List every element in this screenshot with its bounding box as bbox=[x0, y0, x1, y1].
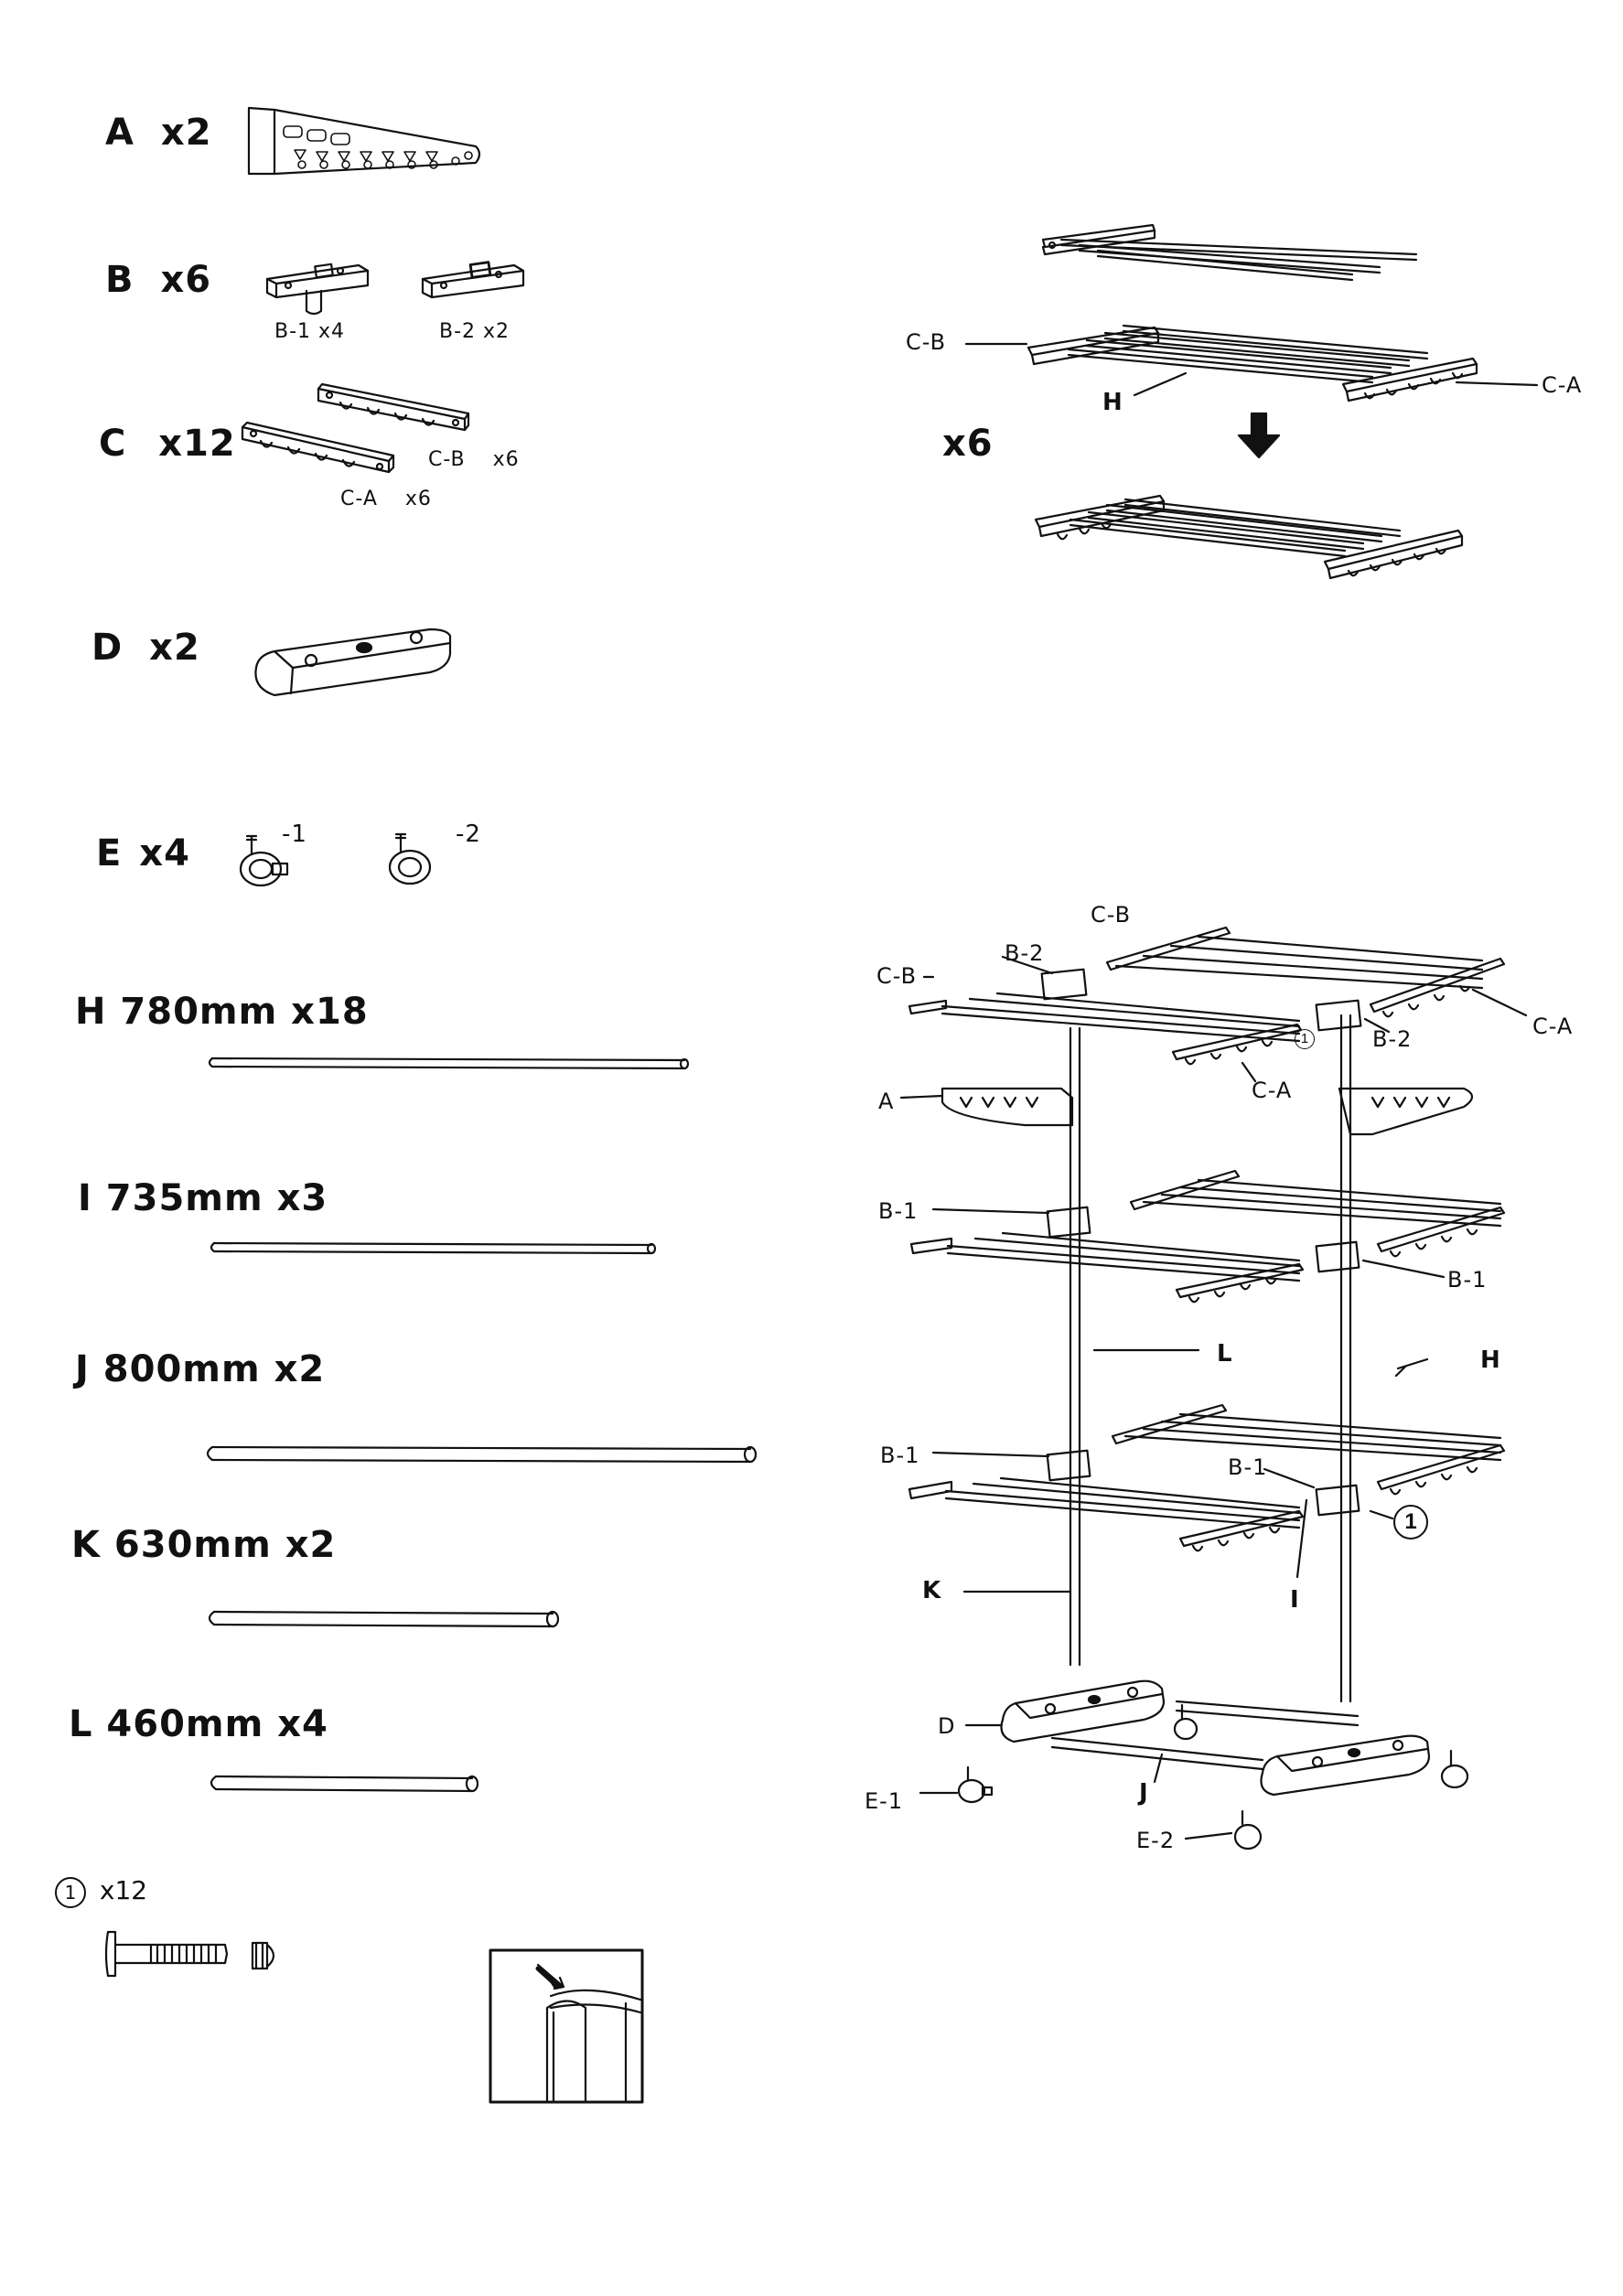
part-a-letter: A bbox=[105, 112, 134, 154]
shelf-exploded-top bbox=[1041, 223, 1418, 282]
callout-screw-big: 1 bbox=[1393, 1505, 1428, 1540]
inset-detail-box bbox=[489, 1948, 644, 2104]
part-b1-connector-icon bbox=[265, 263, 370, 316]
part-b1-caption: B-1 x4 bbox=[274, 320, 346, 343]
shelf-exploded-mid bbox=[964, 324, 1539, 402]
callout-i: I bbox=[1290, 1586, 1299, 1614]
rod-h-icon bbox=[208, 1057, 690, 1070]
part-ca-qty: x6 bbox=[404, 488, 432, 510]
assembly-middle-shelves bbox=[909, 1169, 1506, 1352]
shelf-assembled bbox=[1034, 494, 1464, 580]
part-a-qty: x2 bbox=[160, 112, 212, 154]
part-cb-name: C-B bbox=[428, 448, 466, 471]
part-e-label: E x4 bbox=[96, 832, 190, 874]
part-ca-caption: C-A x6 bbox=[340, 488, 432, 510]
part-cb-qty: x6 bbox=[492, 448, 520, 471]
shelf-h-callout: H bbox=[1102, 389, 1123, 416]
part-a-label: A x2 bbox=[105, 112, 212, 154]
rod-h-label: H 780mm x18 bbox=[75, 991, 369, 1033]
rod-i-icon bbox=[210, 1241, 657, 1255]
part-b-qty: x6 bbox=[160, 259, 212, 301]
callout-cb-top: C-B bbox=[1091, 902, 1132, 928]
part-c-letter: C bbox=[99, 423, 127, 465]
shelf-count: x6 bbox=[942, 423, 994, 465]
part-e2-caster-icon bbox=[388, 832, 432, 885]
callout-d: D bbox=[938, 1713, 956, 1739]
rod-l-label: L 460mm x4 bbox=[69, 1703, 328, 1745]
rod-l-icon bbox=[210, 1775, 479, 1793]
part-b2-connector-icon bbox=[421, 261, 525, 299]
rod-j-label: J 800mm x2 bbox=[75, 1348, 326, 1390]
part-c-qty: x12 bbox=[158, 423, 236, 465]
callout-ca-right: C-A bbox=[1532, 1014, 1574, 1039]
rod-k-label: K 630mm x2 bbox=[71, 1524, 337, 1566]
part-ca-rail-icon bbox=[241, 421, 395, 474]
part-e1-caption: -1 bbox=[282, 821, 307, 848]
assembly-side-brackets bbox=[899, 1087, 1474, 1136]
callout-e1: E-1 bbox=[865, 1788, 904, 1814]
bolt-qty: x12 bbox=[99, 1875, 148, 1905]
callout-h: H bbox=[1480, 1346, 1500, 1374]
callout-l: L bbox=[1217, 1340, 1232, 1368]
callout-a: A bbox=[878, 1089, 895, 1114]
rod-i-label: I 735mm x3 bbox=[78, 1177, 328, 1219]
part-c-label: C x12 bbox=[99, 423, 236, 465]
shelf-cb-callout: C-B bbox=[906, 329, 947, 355]
assembly-uprights bbox=[1069, 1014, 1352, 1703]
rod-k-icon bbox=[208, 1610, 560, 1628]
callout-cb-left: C-B bbox=[876, 963, 918, 989]
part-cb-caption: C-B x6 bbox=[428, 448, 520, 471]
part-e-qty: x4 bbox=[139, 832, 190, 874]
assembly-lower-shelves bbox=[908, 1357, 1506, 1593]
callout-e2: E-2 bbox=[1136, 1828, 1176, 1853]
callout-k: K bbox=[922, 1577, 941, 1604]
callout-b1-right: B-1 bbox=[1447, 1267, 1488, 1293]
part-cb-rail-icon bbox=[317, 382, 470, 432]
part-a-bracket-icon bbox=[247, 106, 481, 176]
assembly-top-shelves bbox=[908, 926, 1528, 1083]
part-d-label: D x2 bbox=[91, 627, 200, 669]
assembly-casters bbox=[919, 1703, 1469, 1851]
part-d-qty: x2 bbox=[149, 627, 200, 669]
callout-j: J bbox=[1139, 1779, 1148, 1807]
part-e1-caster-icon bbox=[239, 834, 289, 887]
part-b-letter: B bbox=[105, 259, 134, 301]
cap-nut-icon bbox=[251, 1941, 275, 1970]
rod-j-icon bbox=[206, 1445, 758, 1464]
bolt-icon bbox=[104, 1930, 229, 1978]
callout-ca-mid: C-A bbox=[1252, 1078, 1293, 1103]
part-b2-caption: B-2 x2 bbox=[439, 320, 511, 343]
part-e-letter: E bbox=[96, 832, 123, 874]
bolt-label: 1 x12 bbox=[55, 1875, 147, 1908]
callout-b2-left: B-2 bbox=[1005, 940, 1045, 966]
callout-b1-left-lower: B-1 bbox=[880, 1443, 920, 1468]
part-b-label: B x6 bbox=[105, 259, 211, 301]
part-d-base-icon bbox=[254, 628, 452, 697]
callout-b1-left-upper: B-1 bbox=[878, 1198, 919, 1224]
shelf-arrow-icon bbox=[1237, 412, 1281, 459]
bolt-symbol: 1 bbox=[55, 1877, 86, 1908]
callout-b2-right: B-2 bbox=[1372, 1026, 1413, 1052]
part-ca-name: C-A bbox=[340, 488, 378, 510]
shelf-ca-callout: C-A bbox=[1542, 372, 1583, 398]
callout-b1-mid: B-1 bbox=[1228, 1454, 1268, 1480]
part-e2-caption: -2 bbox=[456, 821, 481, 848]
assembly-base bbox=[964, 1679, 1431, 1797]
callout-screw-small: 1 bbox=[1295, 1029, 1315, 1049]
part-d-letter: D bbox=[91, 627, 124, 669]
